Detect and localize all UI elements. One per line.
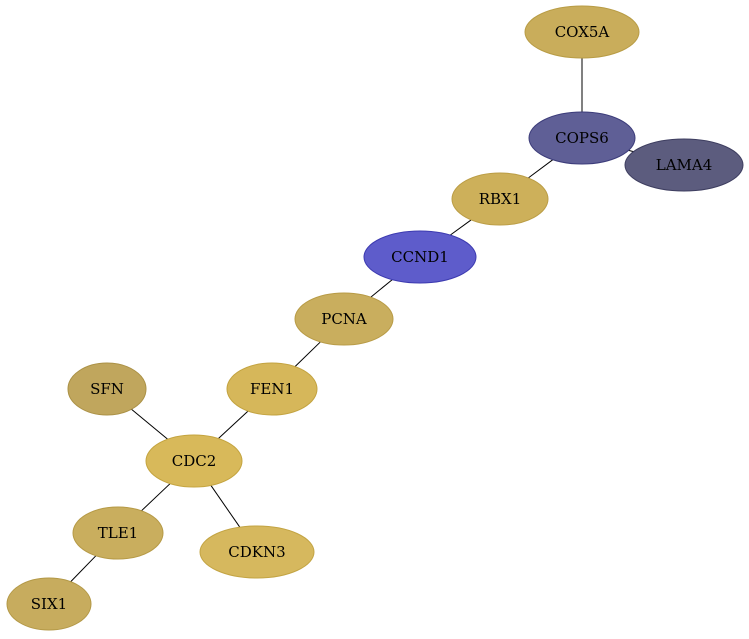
edge-pcna-fen1 [294, 341, 321, 368]
node-cops6[interactable]: COPS6 [528, 111, 636, 165]
edge-fen1-cdc2 [217, 410, 249, 439]
node-sfn[interactable]: SFN [67, 362, 147, 416]
edge-cops6-lama4 [628, 149, 634, 153]
node-label: LAMA4 [656, 156, 713, 174]
node-ellipse [524, 5, 640, 59]
node-label: TLE1 [98, 524, 138, 542]
node-label: CDC2 [172, 452, 217, 470]
node-ellipse [226, 362, 318, 416]
node-rbx1[interactable]: RBX1 [451, 172, 549, 226]
node-ellipse [624, 138, 744, 192]
node-cdkn3[interactable]: CDKN3 [199, 525, 315, 579]
edge-cops6-rbx1 [527, 159, 554, 179]
node-label: COPS6 [555, 129, 609, 147]
edge-rbx1-ccnd1 [449, 219, 472, 236]
node-ellipse [363, 230, 477, 284]
node-label: SFN [90, 380, 124, 398]
node-six1[interactable]: SIX1 [6, 577, 92, 631]
node-cdc2[interactable]: CDC2 [145, 434, 243, 488]
edge-ccnd1-pcna [370, 279, 393, 298]
node-label: FEN1 [250, 380, 294, 398]
node-ellipse [145, 434, 243, 488]
node-ellipse [6, 577, 92, 631]
edge-layer [70, 58, 634, 583]
edge-cdc2-tle1 [141, 483, 171, 512]
node-ellipse [528, 111, 636, 165]
node-tle1[interactable]: TLE1 [72, 506, 164, 560]
node-ellipse [294, 292, 394, 346]
node-fen1[interactable]: FEN1 [226, 362, 318, 416]
edge-tle1-six1 [70, 555, 97, 583]
node-pcna[interactable]: PCNA [294, 292, 394, 346]
node-label: COX5A [555, 23, 610, 41]
node-ellipse [451, 172, 549, 226]
edge-cdc2-cdkn3 [210, 485, 241, 528]
node-label: CDKN3 [228, 543, 285, 561]
node-label: SIX1 [31, 595, 67, 613]
node-label: RBX1 [479, 190, 522, 208]
node-label: PCNA [321, 310, 367, 328]
node-cox5a[interactable]: COX5A [524, 5, 640, 59]
node-label: CCND1 [391, 248, 449, 266]
node-ellipse [67, 362, 147, 416]
edge-sfn-cdc2 [131, 408, 169, 440]
node-ellipse [199, 525, 315, 579]
node-lama4[interactable]: LAMA4 [624, 138, 744, 192]
node-ccnd1[interactable]: CCND1 [363, 230, 477, 284]
node-ellipse [72, 506, 164, 560]
